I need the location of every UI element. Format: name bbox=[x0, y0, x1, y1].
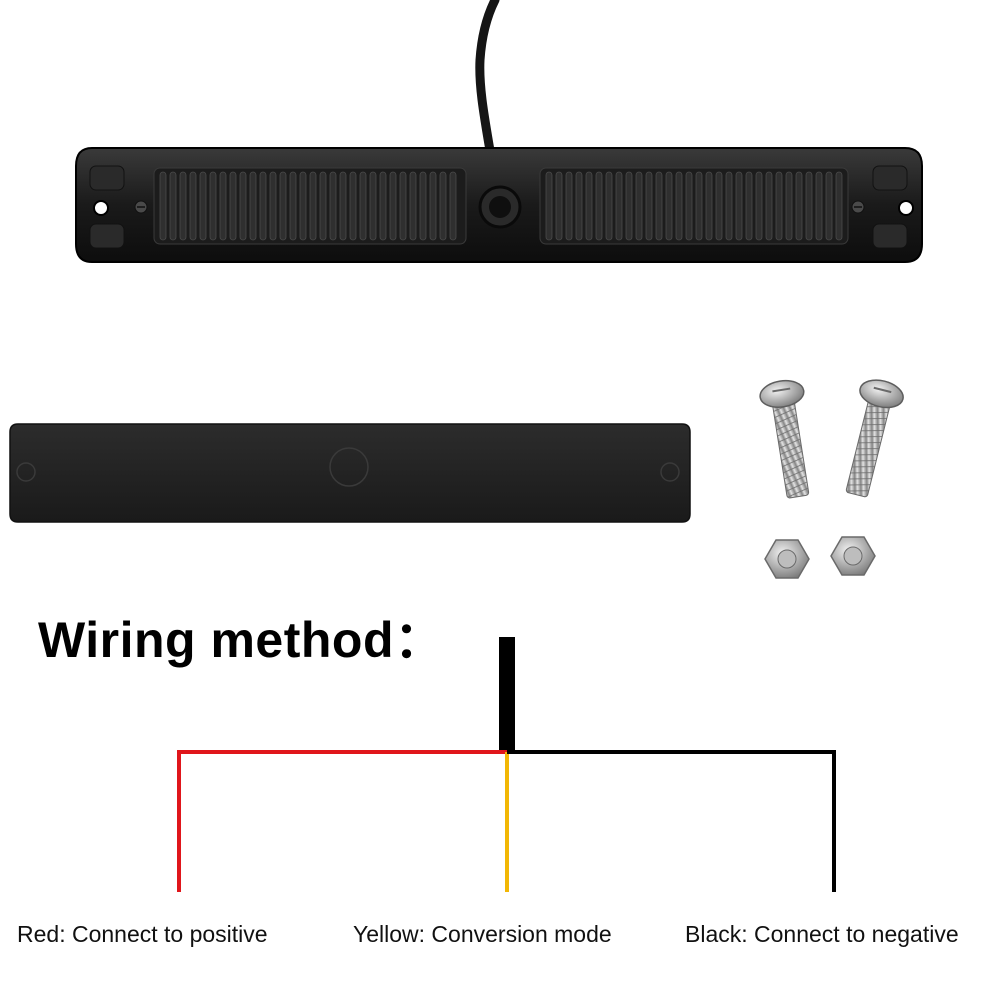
heat-sink-rib bbox=[179, 171, 187, 241]
heat-sink-rib bbox=[785, 171, 793, 241]
heat-sink-ribs-left bbox=[159, 171, 457, 241]
heat-sink-rib bbox=[775, 171, 783, 241]
heat-sink-rib bbox=[189, 171, 197, 241]
heat-sink-rib bbox=[825, 171, 833, 241]
heat-sink-rib bbox=[239, 171, 247, 241]
heat-sink-ribs-right bbox=[545, 171, 843, 241]
heat-sink-rib bbox=[299, 171, 307, 241]
heat-sink-rib bbox=[575, 171, 583, 241]
heat-sink-rib bbox=[359, 171, 367, 241]
heat-sink-rib bbox=[289, 171, 297, 241]
main-cable-stub bbox=[499, 637, 515, 752]
wiring-method-title: Wiring method： bbox=[38, 612, 445, 668]
heat-sink-rib bbox=[399, 171, 407, 241]
heat-sink-rib bbox=[229, 171, 237, 241]
hex-nut-1 bbox=[764, 539, 810, 579]
heat-sink-rib bbox=[735, 171, 743, 241]
foam-adhesive-pad bbox=[9, 423, 691, 523]
heat-sink-rib bbox=[725, 171, 733, 241]
heat-sink-rib bbox=[545, 171, 553, 241]
heat-sink-rib bbox=[585, 171, 593, 241]
heat-sink-rib bbox=[169, 171, 177, 241]
heat-sink-rib bbox=[349, 171, 357, 241]
heat-sink-rib bbox=[429, 171, 437, 241]
heat-sink-rib bbox=[665, 171, 673, 241]
red-wire-label: Red: Connect to positive bbox=[17, 921, 268, 947]
heat-sink-rib bbox=[755, 171, 763, 241]
heat-sink-rib bbox=[595, 171, 603, 241]
heat-sink-rib bbox=[625, 171, 633, 241]
heat-sink-rib bbox=[615, 171, 623, 241]
heat-sink-rib bbox=[249, 171, 257, 241]
black-wire-label: Black: Connect to negative bbox=[685, 921, 959, 947]
mounting-screw-2 bbox=[845, 379, 904, 498]
heat-sink-rib bbox=[835, 171, 843, 241]
wiring-diagram bbox=[177, 637, 836, 892]
heat-sink-rib bbox=[765, 171, 773, 241]
heat-sink-rib bbox=[685, 171, 693, 241]
heat-sink-rib bbox=[199, 171, 207, 241]
hex-nut-2 bbox=[830, 536, 876, 576]
mounting-screw-1 bbox=[759, 379, 810, 499]
heat-sink-rib bbox=[565, 171, 573, 241]
heat-sink-rib bbox=[159, 171, 167, 241]
heat-sink-rib bbox=[329, 171, 337, 241]
heat-sink-rib bbox=[279, 171, 287, 241]
heat-sink-rib bbox=[389, 171, 397, 241]
heat-sink-rib bbox=[815, 171, 823, 241]
heat-sink-rib bbox=[805, 171, 813, 241]
heat-sink-rib bbox=[705, 171, 713, 241]
heat-sink-rib bbox=[795, 171, 803, 241]
heat-sink-rib bbox=[745, 171, 753, 241]
led-light-bar bbox=[75, 147, 923, 263]
heat-sink-rib bbox=[655, 171, 663, 241]
heat-sink-rib bbox=[695, 171, 703, 241]
heat-sink-rib bbox=[715, 171, 723, 241]
red-wire bbox=[177, 750, 507, 892]
heat-sink-rib bbox=[635, 171, 643, 241]
heat-sink-rib bbox=[269, 171, 277, 241]
heat-sink-rib bbox=[209, 171, 217, 241]
yellow-wire-label: Yellow: Conversion mode bbox=[353, 921, 612, 947]
heat-sink-rib bbox=[259, 171, 267, 241]
heat-sink-rib bbox=[555, 171, 563, 241]
heat-sink-rib bbox=[439, 171, 447, 241]
black-wire bbox=[507, 750, 836, 892]
heat-sink-rib bbox=[369, 171, 377, 241]
heat-sink-rib bbox=[419, 171, 427, 241]
heat-sink-rib bbox=[645, 171, 653, 241]
heat-sink-rib bbox=[605, 171, 613, 241]
heat-sink-rib bbox=[319, 171, 327, 241]
heat-sink-rib bbox=[449, 171, 457, 241]
heat-sink-rib bbox=[219, 171, 227, 241]
heat-sink-rib bbox=[379, 171, 387, 241]
mounting-hole-left bbox=[93, 200, 109, 216]
heat-sink-rib bbox=[409, 171, 417, 241]
heat-sink-rib bbox=[675, 171, 683, 241]
mounting-hole-right bbox=[898, 200, 914, 216]
heat-sink-rib bbox=[309, 171, 317, 241]
heat-sink-rib bbox=[339, 171, 347, 241]
